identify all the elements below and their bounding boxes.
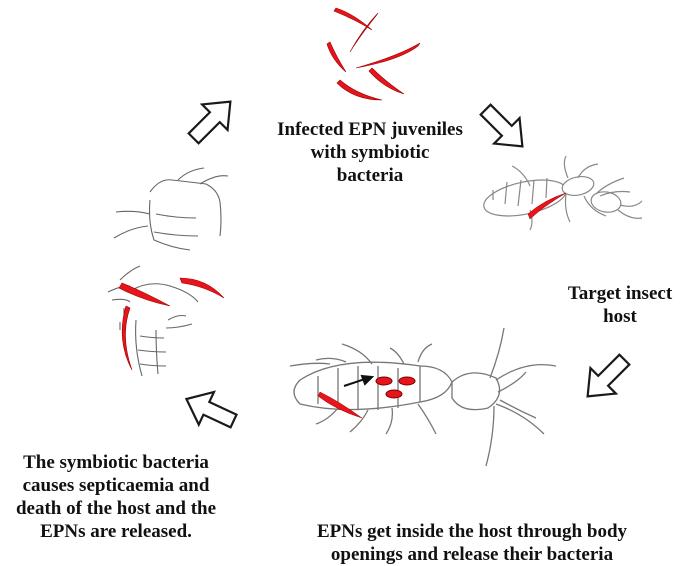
bacteria-icon: [375, 376, 393, 386]
dead-host-icon: [107, 167, 229, 377]
bacteria-icon: [398, 376, 416, 386]
released-nematodes: [118, 277, 225, 371]
bacteria-group: [375, 376, 416, 399]
release-arrow-icon: [343, 374, 375, 387]
nematode-icon: [336, 79, 383, 101]
nematode-icon: [349, 12, 379, 53]
termite-icon: [483, 155, 643, 231]
nematode-icon: [326, 41, 347, 73]
entry-label: EPNs get inside the host through body op…: [316, 521, 628, 565]
target-host-label: Target insect host: [567, 283, 673, 327]
bacteria-icon: [385, 389, 403, 399]
nematode-icon: [527, 192, 567, 220]
death-label: The symbiotic bacteria causes septicaemi…: [15, 452, 217, 542]
nematode-icon: [118, 282, 171, 307]
nematode-icon: [333, 7, 373, 31]
nematode-icon: [368, 67, 405, 95]
nematode-icon: [121, 305, 133, 371]
nematode-icon: [355, 42, 421, 69]
nematode-icon: [179, 277, 225, 299]
nematode-cluster: [326, 7, 421, 101]
nematode-icon: [317, 391, 363, 419]
infected-juveniles-label: Infected EPN juveniles with symbiotic ba…: [277, 119, 463, 186]
